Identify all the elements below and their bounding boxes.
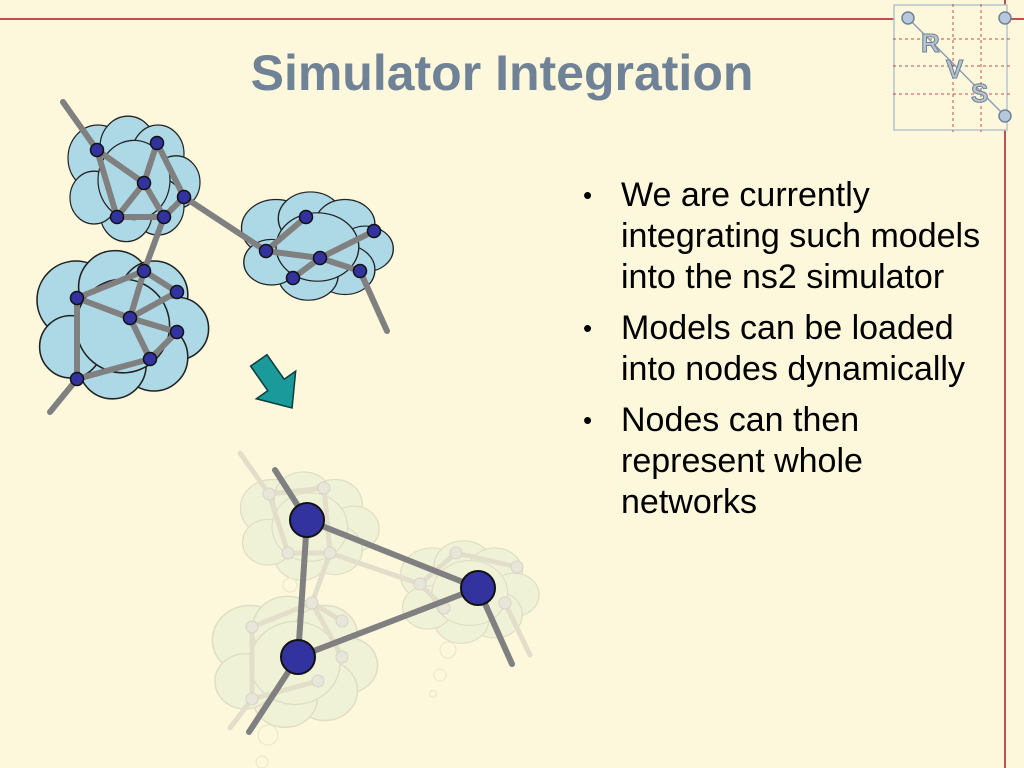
network-diagram: [36, 99, 540, 768]
bullet-text: We are currently integrating such models…: [621, 176, 981, 296]
bullet-item: • Nodes can then represent whole network…: [583, 400, 983, 523]
bullet-item: • Models can be loaded into nodes dynami…: [583, 308, 983, 390]
rvs-logo-icon: R V S: [893, 4, 1013, 132]
bullet-dot: •: [583, 313, 593, 343]
cloud-network-bottom-left: [36, 249, 210, 400]
aggregate-links: [246, 467, 515, 735]
bullet-dot: •: [583, 180, 593, 210]
top-accent-line: [0, 18, 1024, 20]
right-accent-line: [1004, 0, 1006, 768]
logo-letter-s: S: [971, 78, 988, 108]
bullet-text: Nodes can then represent whole networks: [621, 401, 863, 521]
bullet-dot: •: [583, 405, 593, 435]
aggregate-nodes: [280, 502, 496, 675]
logo-letter-r: R: [921, 28, 940, 58]
slide-title: Simulator Integration: [250, 45, 754, 101]
bullet-list: • We are currently integrating such mode…: [583, 175, 983, 533]
bullet-text: Models can be loaded into nodes dynamica…: [621, 309, 965, 388]
faded-cloud-networks: [211, 450, 540, 768]
logo-letter-v: V: [946, 54, 964, 84]
down-arrow-icon: [249, 353, 297, 409]
network-nodes: [69, 135, 382, 387]
bullet-item: • We are currently integrating such mode…: [583, 175, 983, 298]
